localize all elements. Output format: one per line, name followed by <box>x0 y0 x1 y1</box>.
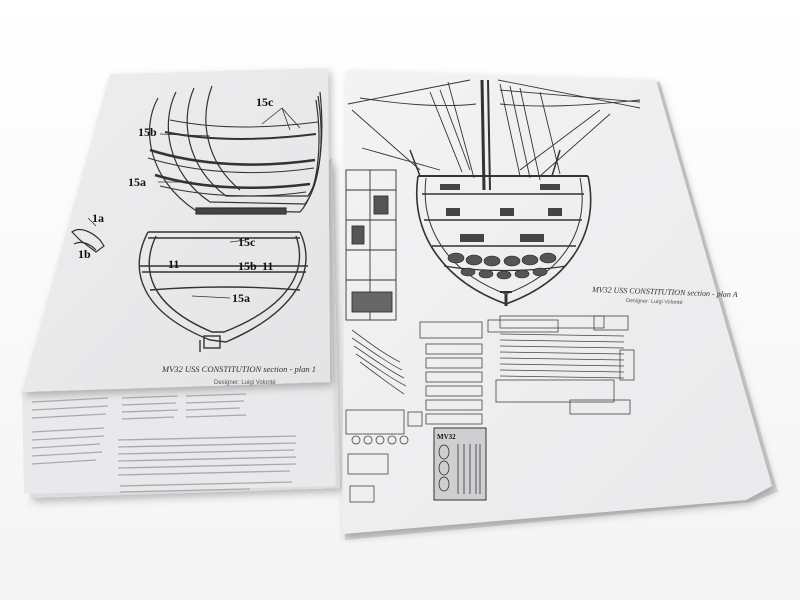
fret-label: MV32 <box>437 433 456 441</box>
label-11-right: 11 <box>262 259 273 273</box>
plan-1-sheet <box>22 68 330 392</box>
label-11-left: 11 <box>168 257 179 271</box>
hull-cross-section-drawing <box>138 231 308 352</box>
plan-1-designer: Designer: Luigi Volonté <box>214 380 276 386</box>
instructions-text-block <box>31 393 297 493</box>
plan-1-caption: MV32 USS CONSTITUTION section - plan 1 <box>161 364 316 374</box>
hull-barrels <box>447 252 557 280</box>
label-15c-mid: 15c <box>238 235 256 249</box>
photo-etched-fret: MV32 <box>433 427 487 501</box>
parts-layout-area <box>345 315 635 503</box>
label-15b-mid: 15b <box>238 259 257 273</box>
side-profile-drawing <box>345 169 397 321</box>
part-1a-1b-detail <box>71 217 105 253</box>
mast-rigging-drawing <box>347 79 641 191</box>
label-15c-top: 15c <box>256 95 274 109</box>
label-15b-top: 15b <box>138 125 157 139</box>
instructions-sheet <box>22 380 335 494</box>
plan-1-labels: 15c 15b 15a 1a 1b 15c 11 15b 11 15a MV32… <box>78 95 316 386</box>
plan-a-designer: Designer: Luigi Volonté <box>626 298 683 306</box>
deck-details <box>440 184 562 242</box>
hull-frames-perspective-drawing <box>147 85 323 215</box>
label-1a: 1a <box>92 211 104 225</box>
label-15a-bottom: 15a <box>232 291 250 305</box>
label-15a-top: 15a <box>128 175 146 189</box>
hull-section-plan-a-drawing <box>416 175 592 306</box>
label-1b: 1b <box>78 247 91 261</box>
